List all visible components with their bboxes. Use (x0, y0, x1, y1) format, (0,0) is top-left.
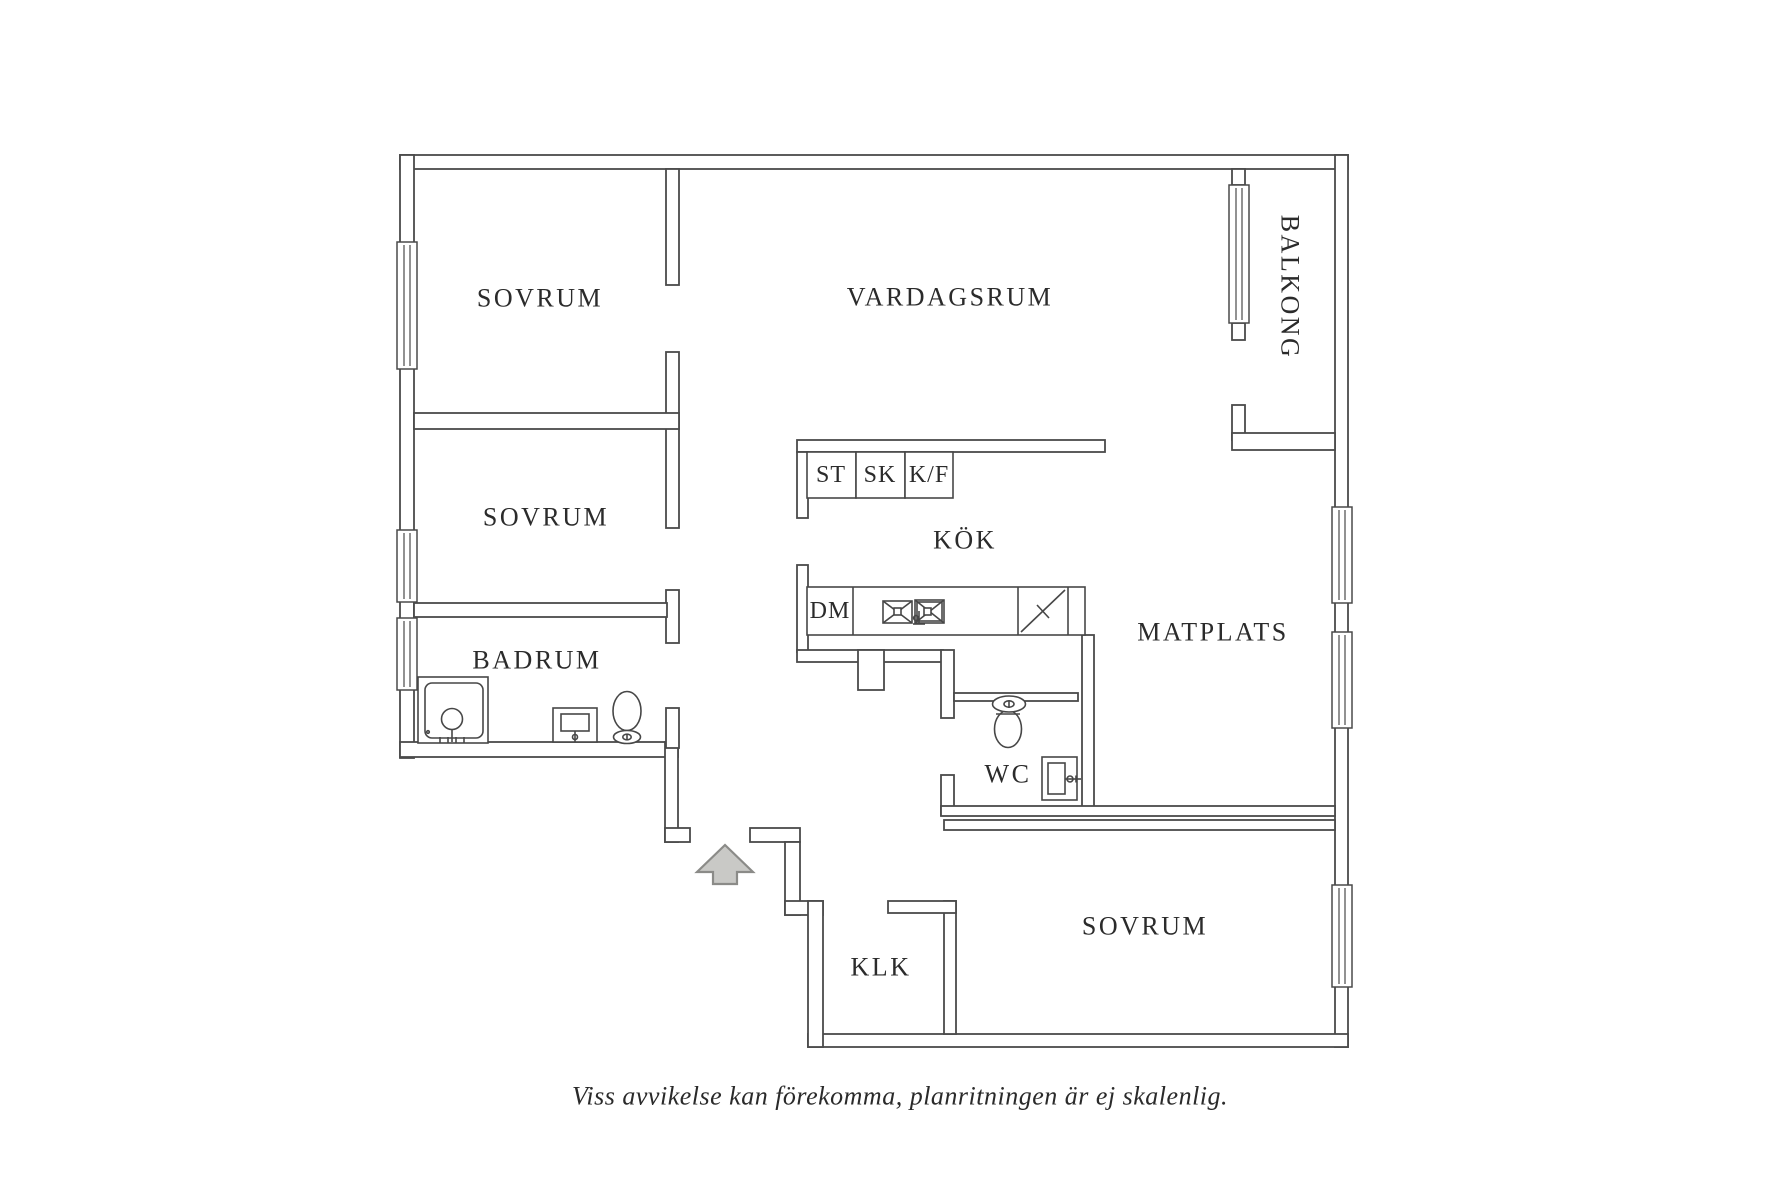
cabinet-label-kf: K/F (909, 462, 949, 488)
wall-badrum-top (413, 602, 668, 618)
window-symbol-sovrum3 (1331, 884, 1353, 988)
washbasin-icon (552, 707, 598, 743)
wall-balkong-south (1231, 432, 1336, 451)
kitchen-unit-labels: ST SK K/F DM (810, 462, 949, 624)
wall-sovrum3-top (943, 819, 1336, 831)
window-symbol-matplats-2 (1331, 631, 1353, 729)
wall-sovrum2-right-upper (665, 589, 680, 644)
window-symbol-sovrum2 (396, 529, 418, 603)
windows (396, 184, 1353, 988)
room-label-balkong: BALKONG (1276, 215, 1305, 360)
wall-sovrum3-west (943, 900, 957, 1035)
kitchen-fixtures (806, 451, 1086, 636)
room-label-sovrum-1: SOVRUM (477, 284, 603, 313)
room-label-sovrum-2: SOVRUM (483, 503, 609, 532)
toilet-icon-wc (991, 695, 1027, 749)
wall-balkong-west-b (1231, 322, 1246, 341)
cabinet-st-box (806, 451, 857, 499)
wall-entry-door-right (749, 827, 801, 843)
shower-icon (417, 676, 489, 744)
cabinet-sk-box (855, 451, 906, 499)
badrum-fixtures (417, 676, 642, 745)
cabinet-label-sk: SK (864, 462, 897, 488)
room-labels: SOVRUM VARDAGSRUM BALKONG SOVRUM KÖK MAT… (472, 215, 1304, 982)
wall-exterior-bottom (807, 1033, 1349, 1048)
wall-sovrum1-right-lower (665, 351, 680, 529)
room-label-klk: KLK (851, 953, 912, 982)
wall-sovrum1-right-upper (665, 168, 680, 286)
wall-wc-west-upper (940, 649, 955, 719)
room-label-wc: WC (985, 760, 1032, 789)
wall-klk-west (807, 900, 824, 1048)
sink-icon-wc (1041, 756, 1081, 801)
wall-entry-west (664, 741, 679, 843)
wall-sovrum1-bottom (413, 412, 680, 430)
wall-balkong-west-a (1231, 168, 1246, 186)
wall-entry-door-left (664, 827, 691, 843)
wall-wc-east (1081, 634, 1095, 816)
room-label-vardagsrum: VARDAGSRUM (847, 283, 1054, 312)
window-symbol-badrum (396, 617, 418, 691)
window-symbol-balkong (1228, 184, 1250, 324)
room-label-sovrum-3: SOVRUM (1082, 912, 1208, 941)
cabinet-label-st: ST (816, 462, 846, 488)
kitchen-sink-icon (882, 599, 945, 625)
stove-icon (1020, 589, 1066, 633)
window-symbol-matplats-1 (1331, 506, 1353, 604)
entrance-arrow-icon (694, 843, 756, 886)
wall-klk-top (887, 900, 957, 914)
room-label-kok: KÖK (933, 526, 997, 555)
cabinet-label-dm: DM (810, 598, 851, 624)
disclaimer-text: Viss avvikelse kan förekomma, planritnin… (572, 1082, 1228, 1111)
room-label-matplats: MATPLATS (1137, 618, 1288, 647)
wall-exterior-top (399, 154, 1349, 170)
window-symbol-sovrum1 (396, 241, 418, 370)
cabinet-kf-box (904, 451, 954, 499)
toilet-icon-badrum (612, 690, 642, 745)
wall-kok-top (796, 439, 1106, 453)
wall-badrum-bottom (399, 741, 679, 758)
wall-kok-recess (857, 649, 885, 691)
wc-fixtures (991, 695, 1081, 801)
room-label-badrum: BADRUM (472, 646, 601, 675)
wall-wc-matplats-bottom (940, 805, 1336, 817)
wall-sovrum2-right-lower (665, 707, 680, 749)
